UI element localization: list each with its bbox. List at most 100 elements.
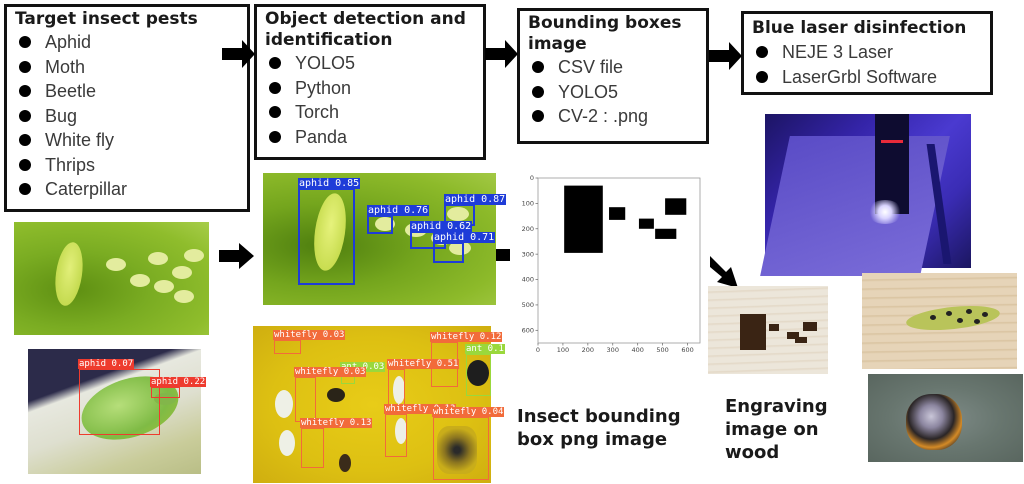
sticky-trap-detection-photo: whitefly 0.03 whitefly 0.12 ant 0.1 ant … [253, 326, 505, 483]
detection-label: whitefly 0.12 [430, 332, 503, 342]
step-title: Target insect pests [15, 9, 198, 29]
insect [327, 388, 345, 402]
arrow-right-icon [219, 243, 254, 269]
bullet-icon [269, 130, 281, 143]
aphid-spot [957, 318, 963, 323]
step-title-line2: image [528, 34, 587, 54]
step-title-line1: Bounding boxes [528, 13, 682, 33]
list-item: Aphid [15, 30, 239, 55]
detection-label: aphid 0.22 [150, 377, 207, 387]
aphid-detection-photo: aphid 0.85 aphid 0.76 aphid 0.87 aphid 0… [263, 173, 507, 305]
aphid-spot [946, 311, 952, 316]
list-item: White fly [15, 128, 239, 153]
aphid-nymph [375, 217, 395, 231]
blue-laser-engraver-photo [760, 114, 971, 276]
laser-head [875, 114, 909, 214]
bullet-icon [532, 85, 544, 98]
aphid-nymph [174, 290, 194, 303]
list-item: CSV file [528, 55, 698, 80]
arrow-right-icon [222, 40, 255, 68]
detection-box: whitefly 0.03 [273, 330, 346, 354]
x-tick-label: 600 [681, 346, 693, 354]
y-tick-label: 300 [522, 250, 534, 258]
laser-red-led [881, 140, 903, 143]
list-item: Thrips [15, 153, 239, 178]
bullet-icon [19, 134, 31, 147]
list-item: YOLO5 [528, 80, 698, 105]
detection-box: aphid 0.71 [433, 232, 496, 263]
y-tick-label: 500 [522, 301, 534, 309]
list-item: Torch [265, 100, 475, 125]
detection-box: aphid 0.07 [78, 359, 160, 435]
bullet-icon [269, 106, 281, 119]
list-item: YOLO5 [265, 51, 475, 76]
step-blue-laser-disinfection: Blue laser disinfection NEJE 3 Laser Las… [741, 11, 993, 95]
detection-box: aphid 0.22 [150, 377, 207, 398]
aphid-nymph [106, 258, 126, 271]
step-object-detection: Object detection and identification YOLO… [254, 4, 486, 160]
arrow-right-icon [709, 42, 742, 70]
step-title: Blue laser disinfection [752, 18, 967, 38]
aphid-nymph [148, 252, 168, 265]
detection-label: aphid 0.71 [433, 232, 496, 243]
bullet-icon [19, 158, 31, 171]
list-item: CV-2 : .png [528, 104, 698, 129]
engraved-box [803, 322, 817, 331]
step-title-line1: Object detection and [265, 9, 466, 29]
detection-label: whitefly 0.13 [300, 418, 373, 428]
bullet-icon [19, 36, 31, 49]
caption-engraving: Engraving image on wood [725, 396, 828, 463]
x-tick-label: 0 [536, 346, 540, 354]
infested-leaf-on-wood-photo [862, 273, 1017, 369]
detection-label: aphid 0.85 [298, 178, 361, 189]
x-tick-label: 500 [656, 346, 668, 354]
hardware-list: NEJE 3 Laser LaserGrbl Software [752, 40, 982, 89]
list-item: Python [265, 76, 475, 101]
engraved-box [769, 324, 779, 331]
engraved-box [740, 314, 766, 350]
aphid-nymph [154, 280, 174, 293]
engraved-box [787, 332, 799, 339]
aphid-closeup-detection-photo: aphid 0.07 aphid 0.22 [28, 349, 207, 474]
detection-label: aphid 0.62 [410, 221, 473, 232]
detection-label: ant 0.1 [465, 344, 505, 354]
aphid-spot [966, 309, 972, 314]
list-item: LaserGrbl Software [752, 65, 982, 90]
x-tick-label: 100 [557, 346, 569, 354]
bbox-mark [638, 218, 654, 229]
aphid-nymph [184, 249, 204, 262]
detection-box: ant 0.1 [465, 344, 505, 396]
bullet-icon [756, 70, 768, 83]
detection-box: aphid 0.85 [298, 178, 361, 285]
detection-box: whitefly 0.13 [384, 404, 457, 457]
y-tick-label: 0 [530, 174, 534, 182]
bbox-mark [564, 185, 603, 253]
insect [395, 418, 407, 444]
detection-label: aphid 0.76 [367, 205, 430, 216]
pest-list: Aphid Moth Beetle Bug White fly Thrips C… [15, 30, 239, 202]
detection-label: whitefly 0.03 [294, 367, 367, 377]
aphid-nymph [172, 266, 192, 279]
detection-label: whitefly 0.03 [273, 330, 346, 340]
step-bounding-boxes-image: Bounding boxes image CSV file YOLO5 CV-2… [517, 8, 709, 144]
insect [437, 426, 477, 474]
detection-label: aphid 0.87 [444, 194, 507, 205]
engraved-box [795, 337, 807, 343]
aphid-adult [51, 240, 87, 308]
list-item: Panda [265, 125, 475, 150]
detection-label: aphid 0.07 [78, 359, 135, 369]
detection-label: whitefly 0.51 [387, 359, 460, 369]
step-title-line2: identification [265, 30, 393, 50]
y-tick-label: 600 [522, 327, 534, 335]
detection-label: whitefly 0.04 [432, 407, 505, 417]
detection-box: whitefly 0.03 [294, 367, 367, 422]
bullet-icon [19, 183, 31, 196]
detection-box: whitefly 0.04 [432, 407, 505, 480]
aphid-spot [982, 312, 988, 317]
aphid-spot [930, 315, 936, 320]
aphid-spot [974, 319, 980, 324]
insect [393, 376, 405, 404]
insect [275, 390, 293, 418]
caption-bbox-png: Insect bounding box png image [517, 406, 681, 450]
